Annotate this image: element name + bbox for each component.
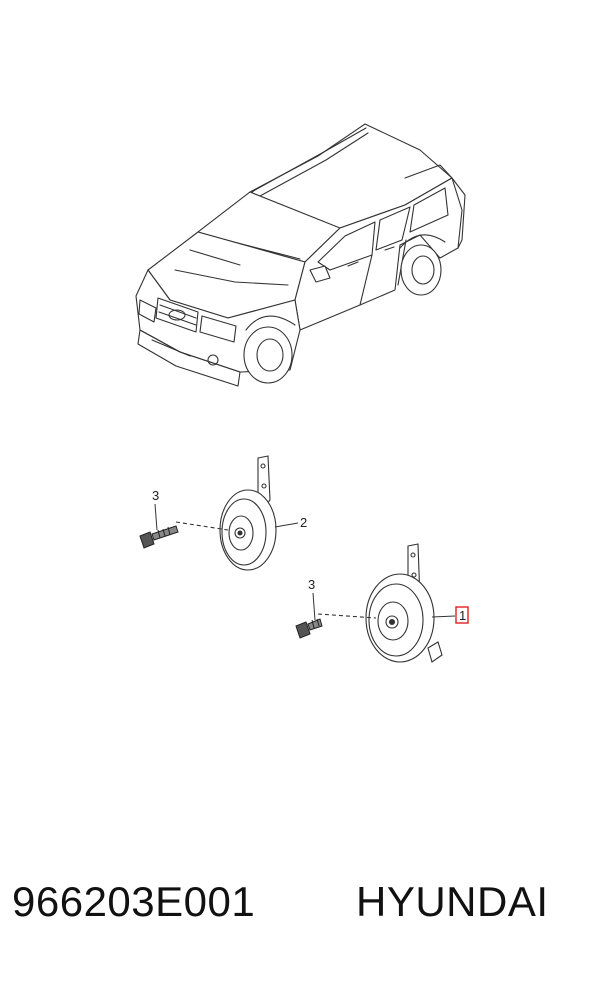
brand-name: HYUNDAI	[356, 878, 549, 925]
horn-assembly-1	[317, 543, 456, 663]
callout-bolt-upper: 3	[152, 488, 159, 503]
part-number: 966203E001	[12, 878, 256, 925]
vehicle-illustration	[135, 123, 466, 387]
callout-horn-lower: 1	[459, 608, 466, 623]
callout-highlight-box	[455, 606, 469, 624]
bolt-lower	[295, 592, 323, 639]
footer: 966203E001 HYUNDAI	[0, 878, 600, 948]
bolt-upper	[139, 503, 179, 549]
callout-horn-upper: 2	[300, 515, 307, 530]
callout-bolt-lower: 3	[308, 577, 315, 592]
horn-assembly-2	[175, 455, 299, 571]
